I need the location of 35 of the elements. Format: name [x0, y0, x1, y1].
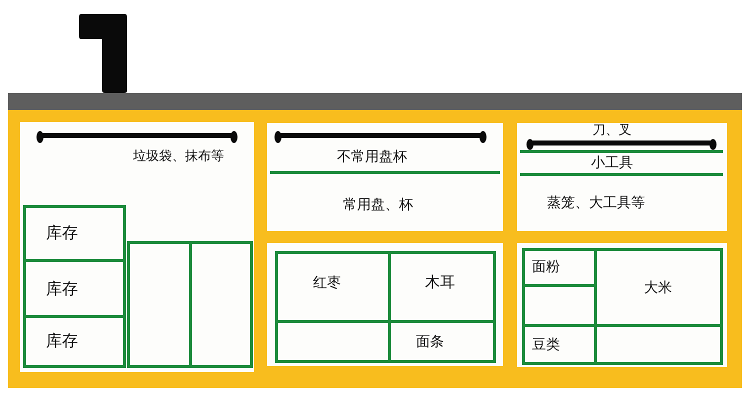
- countertop: [8, 93, 742, 110]
- cabinet-panel: [20, 122, 254, 372]
- shelf-label: 小工具: [590, 154, 634, 172]
- shelf-label: 常用盘、杯: [342, 196, 414, 214]
- storage-compartment: [23, 259, 126, 318]
- storage-compartment: [127, 241, 192, 368]
- compartment-label: 红枣: [312, 274, 342, 292]
- shelf-label: 蒸笼、大工具等: [547, 194, 646, 212]
- storage-compartment: [23, 205, 126, 262]
- storage-compartment: [275, 320, 391, 363]
- compartment-label: 库存: [46, 279, 79, 299]
- compartment-label: 大米: [643, 279, 673, 297]
- storage-compartment: [23, 315, 126, 368]
- shelf-label: 刀、叉: [592, 123, 632, 138]
- storage-compartment: [189, 241, 253, 368]
- cabinet-panel: [517, 243, 727, 367]
- storage-compartment: [388, 320, 496, 363]
- storage-compartment: [522, 248, 597, 287]
- compartment-label: 库存: [46, 331, 79, 351]
- compartment-label: 库存: [46, 223, 79, 243]
- compartment-label: 面粉: [532, 258, 561, 276]
- cabinet-frame: [8, 110, 742, 388]
- storage-compartment: [522, 324, 597, 365]
- cabinet-panel: [267, 123, 503, 231]
- shelf-label: 垃圾袋、抹布等: [133, 148, 225, 165]
- storage-compartment: [594, 248, 723, 327]
- compartment-label: 面条: [415, 333, 445, 351]
- compartment-label: 豆类: [532, 336, 561, 354]
- shelf-label: 不常用盘杯: [336, 148, 408, 166]
- storage-compartment: [388, 251, 496, 323]
- storage-compartment: [594, 324, 723, 365]
- storage-compartment: [275, 251, 391, 323]
- compartment-label: 木耳: [424, 273, 456, 292]
- cabinet-panel: [517, 123, 727, 231]
- cabinet-panel: [267, 243, 503, 366]
